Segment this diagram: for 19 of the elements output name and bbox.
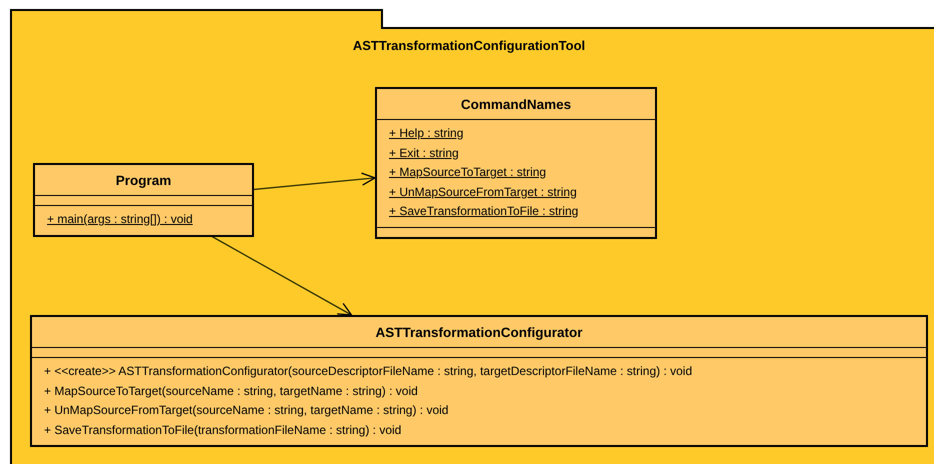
class-member: + main(args : string[]) : void [47,211,193,228]
class-member: + UnMapSourceFromTarget : string [389,184,577,200]
class-member: + UnMapSourceFromTarget(sourceName : string, targetName : string) : void [44,402,448,419]
class-member: + SaveTransformationToFile(transformationFileName : string) : void [44,422,402,438]
class-member: + MapSourceToTarget : string [389,164,546,181]
association-arrow [212,236,352,316]
class-member: + Help : string [389,125,464,142]
class-member: + Exit : string [389,144,459,162]
class-member: + <<create>> ASTTransformationConfigurator(sourceDescriptorFileName : string, targetDescriptorFileName : string) : void [44,363,692,380]
class-name: CommandNames [460,96,572,112]
association-arrow [254,172,376,190]
class-member: + SaveTransformationToFile : string [389,203,578,220]
package-name: ASTTransformationConfigurationTool [352,38,586,53]
class-box [30,315,928,447]
class-member: + MapSourceToTarget(sourceName : string, targetName : string) : void [44,382,418,400]
class-box [33,163,254,236]
class-box [375,87,657,238]
class-name: Program [116,172,172,188]
class-name: ASTTransformationConfigurator [375,324,582,340]
